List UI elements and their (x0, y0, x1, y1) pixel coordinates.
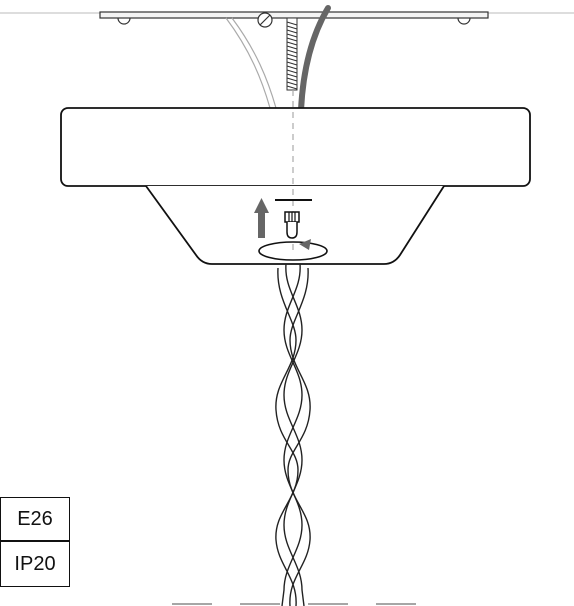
socket-type-label: E26 (0, 497, 70, 541)
ip-rating-label: IP20 (0, 541, 70, 587)
power-cable (298, 5, 331, 113)
canopy-cap (60, 107, 531, 187)
twisted-cord (275, 263, 311, 606)
ground-wires (225, 17, 277, 109)
rotate-arrow-icon (258, 239, 328, 261)
up-arrow-icon (254, 198, 269, 238)
cord-grip-icon (284, 211, 300, 239)
mounting-screw-icon (257, 12, 273, 28)
threaded-rod (286, 17, 298, 91)
